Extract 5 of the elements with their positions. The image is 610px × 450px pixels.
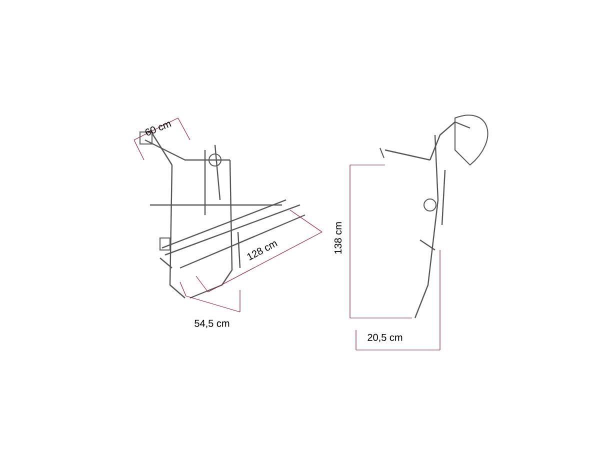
dimension-label: 128 cm xyxy=(247,241,278,260)
dimension-label: 138 cm xyxy=(334,222,342,254)
dimension-label: 54,5 cm xyxy=(194,320,230,328)
dimension-label: 60 cm xyxy=(145,122,172,136)
dimension-label: 20,5 cm xyxy=(368,334,402,342)
